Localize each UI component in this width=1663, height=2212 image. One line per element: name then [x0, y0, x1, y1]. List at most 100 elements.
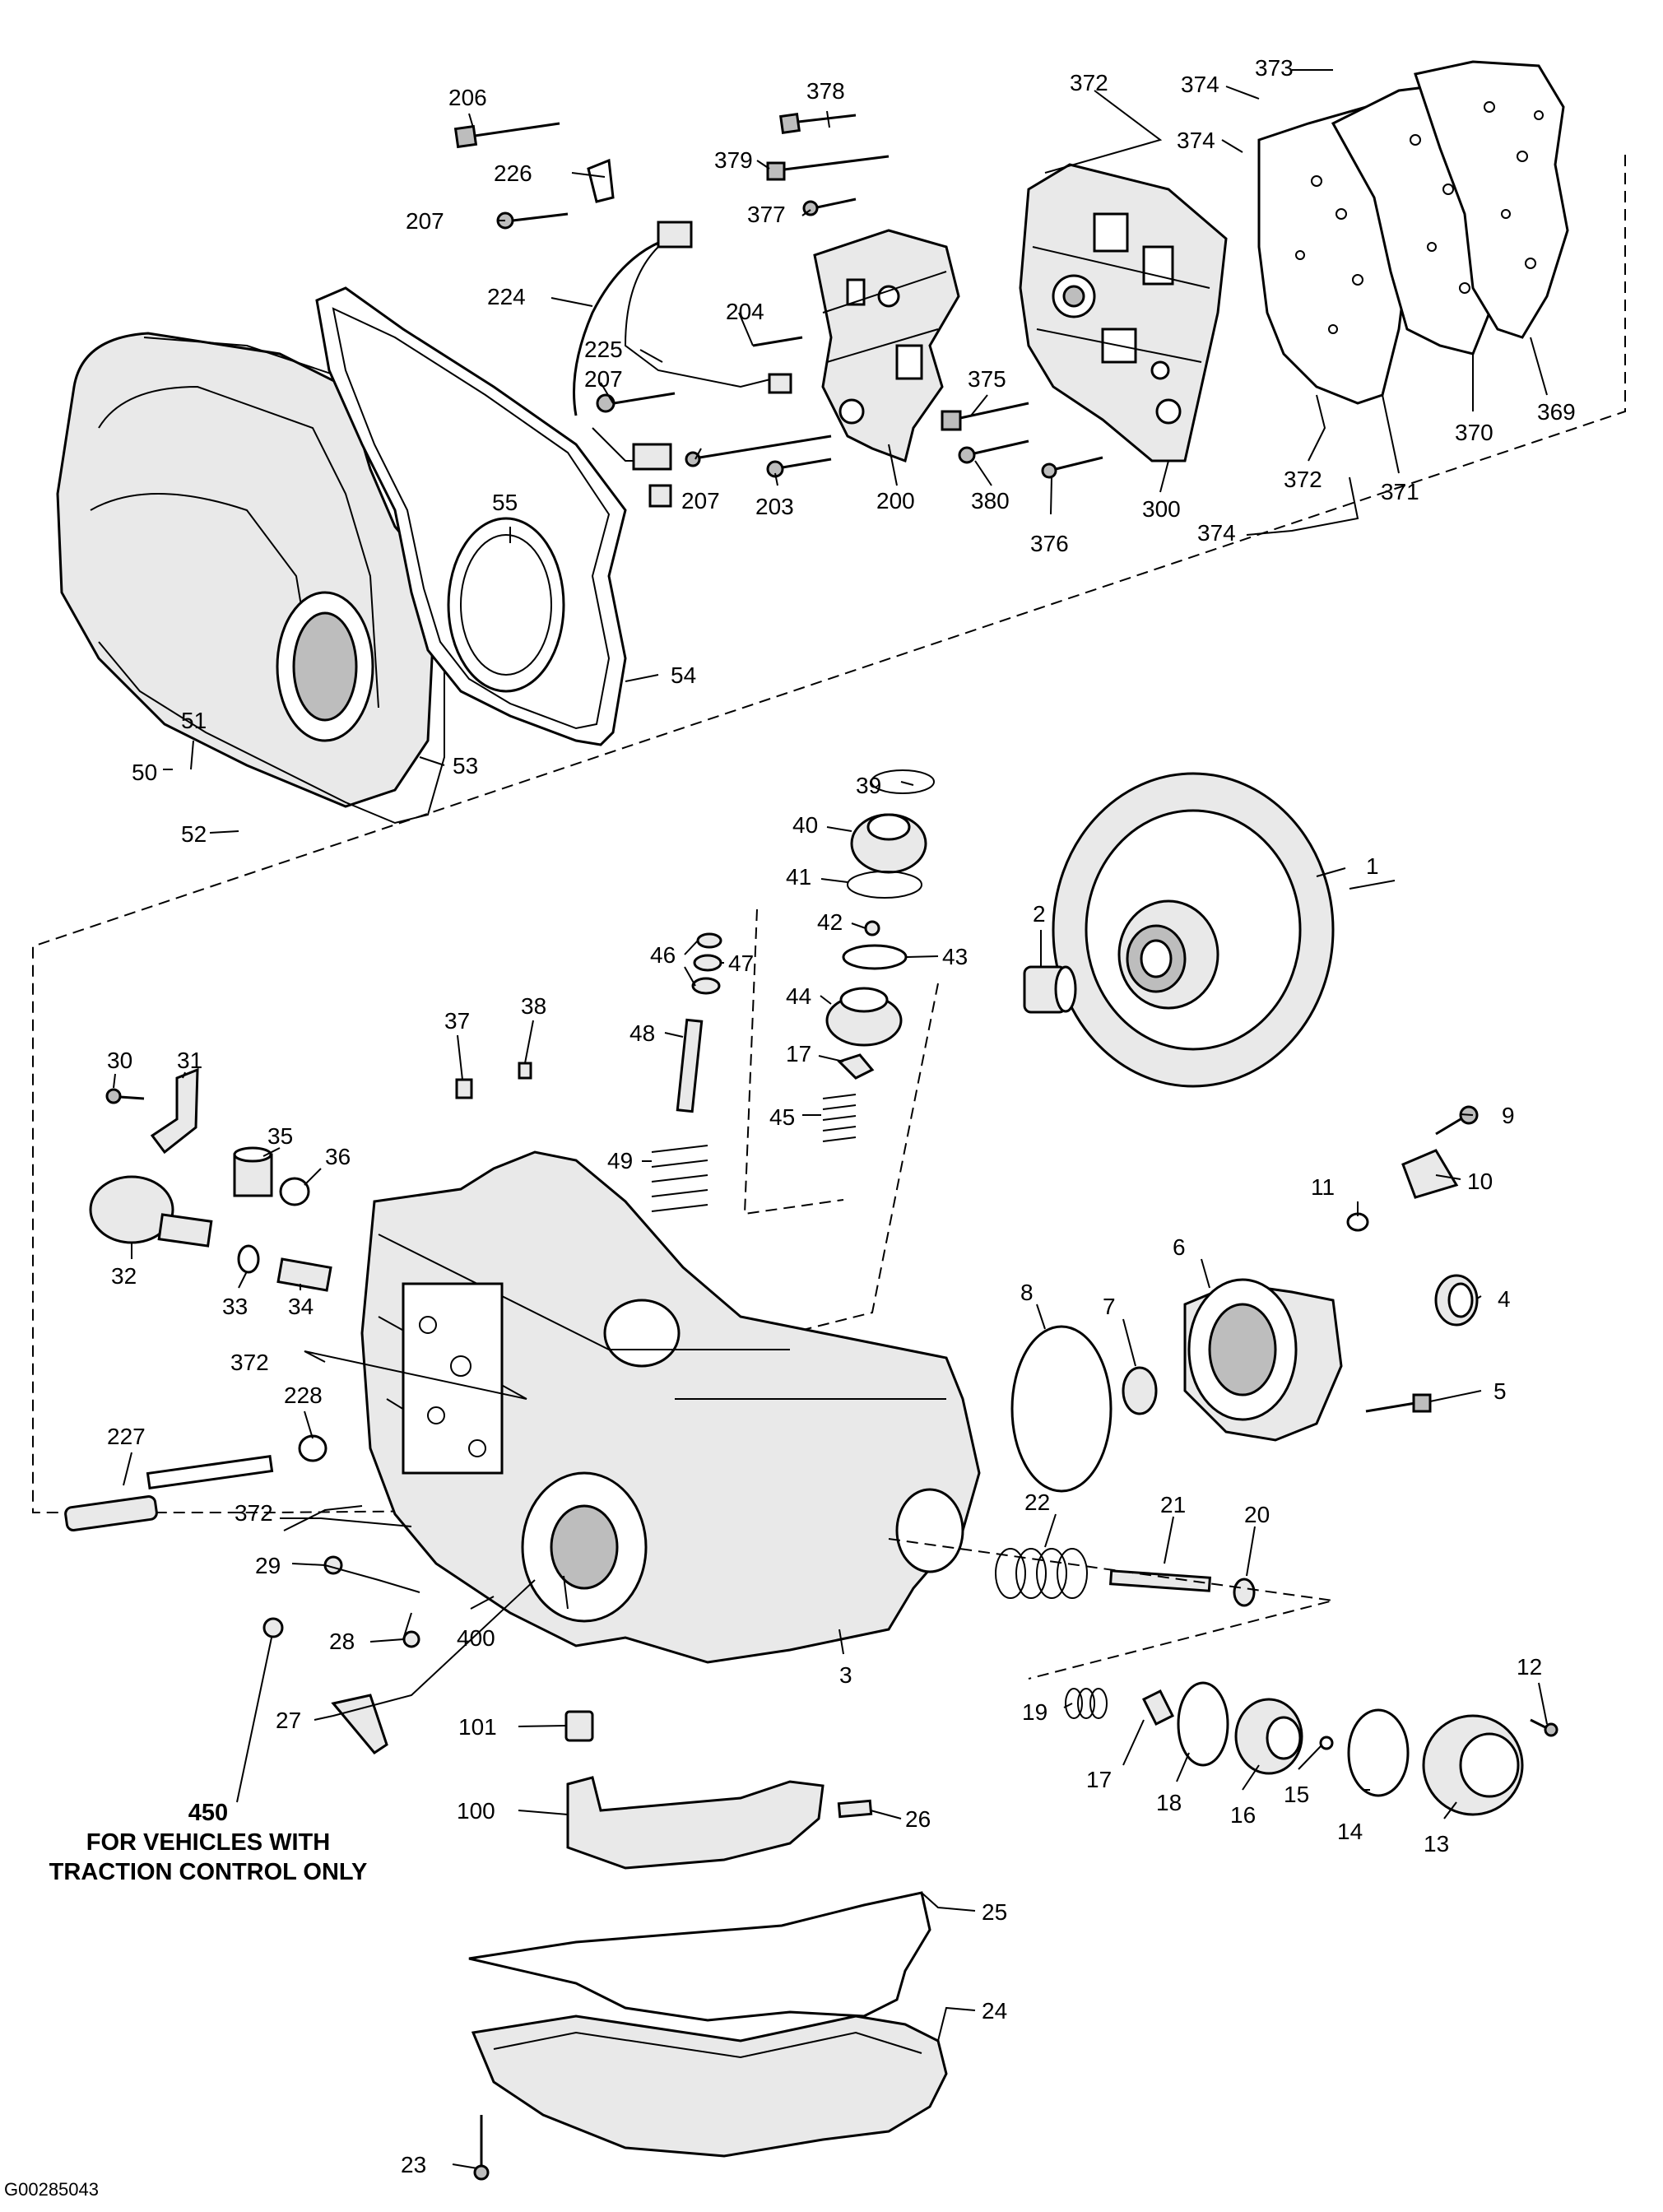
sensor-35 [233, 1146, 273, 1197]
plate-369 [1414, 60, 1569, 339]
leader-lines [113, 69, 1548, 2169]
callout-30: 30 [107, 1048, 132, 1073]
wiring-harness [573, 221, 792, 508]
callout-51: 51 [181, 708, 207, 733]
retainer-17 [1141, 1689, 1175, 1726]
traction-control-note: 450 FOR VEHICLES WITH TRACTION CONTROL O… [49, 1800, 368, 1885]
callout-33: 33 [222, 1294, 248, 1319]
spring-49 [651, 1145, 708, 1212]
washer-42 [864, 920, 880, 936]
figure-code: G00285043 [4, 2179, 99, 2200]
callout-371: 371 [1381, 479, 1419, 504]
callout-200: 200 [876, 488, 915, 514]
callout-9: 9 [1502, 1103, 1515, 1128]
callout-13: 13 [1424, 1831, 1449, 1856]
callout-25: 25 [982, 1899, 1007, 1925]
callout-207: 207 [584, 366, 623, 392]
o-ring-228 [298, 1434, 327, 1462]
callout-228: 228 [284, 1382, 323, 1408]
oil-pan-gasket [468, 1891, 931, 2022]
callout-18: 18 [1156, 1790, 1182, 1815]
bracket-27 [331, 1694, 388, 1754]
spring-22 [995, 1548, 1088, 1599]
bolt-5 [1365, 1393, 1432, 1413]
callout-29: 29 [255, 1553, 281, 1578]
servo-axis-line [888, 1538, 1334, 1680]
section-divider-line [32, 155, 1626, 1513]
callout-379: 379 [714, 147, 753, 173]
callout-380: 380 [971, 488, 1010, 514]
bolt-207-lower [685, 434, 832, 467]
o-ring-33 [237, 1244, 260, 1274]
plug-28 [402, 1630, 420, 1648]
seal-14 [1347, 1708, 1410, 1797]
callout-53: 53 [453, 753, 478, 778]
callout-100: 100 [457, 1798, 495, 1824]
o-ring-36 [279, 1177, 310, 1206]
callout-37: 37 [444, 1008, 470, 1034]
callout-374: 374 [1177, 128, 1215, 153]
callout-48: 48 [629, 1020, 655, 1046]
callout-300: 300 [1142, 496, 1181, 522]
callout-44: 44 [786, 983, 811, 1009]
bolt-30 [105, 1088, 145, 1104]
bolt-379 [766, 155, 890, 181]
plug-38 [518, 1062, 532, 1080]
callout-374: 374 [1197, 520, 1236, 546]
callout-28: 28 [329, 1629, 355, 1654]
callout-207: 207 [406, 208, 444, 234]
plug-37 [455, 1078, 473, 1099]
washer-20 [1233, 1578, 1256, 1607]
bushing [1023, 965, 1077, 1014]
callout-12: 12 [1517, 1654, 1542, 1680]
pan-bolt-23 [473, 2115, 490, 2181]
callout-372: 372 [230, 1350, 269, 1375]
washer-46-upper [696, 932, 722, 949]
callout-32: 32 [111, 1263, 137, 1289]
callout-377: 377 [747, 202, 786, 227]
callout-3: 3 [839, 1662, 852, 1688]
torque-converter [1052, 772, 1335, 1088]
callout-23: 23 [401, 2152, 426, 2177]
seal-43 [842, 944, 908, 970]
callout-20: 20 [1244, 1502, 1270, 1527]
bolt-204 [752, 336, 803, 347]
case-side-cover [56, 332, 438, 808]
callout-226: 226 [494, 160, 532, 186]
callout-42: 42 [817, 909, 843, 935]
bolt-207-upper [496, 211, 569, 230]
transmission-case [360, 1150, 981, 1664]
callout-34: 34 [288, 1294, 314, 1319]
bolt-378 [779, 113, 857, 134]
callout-45: 45 [769, 1104, 795, 1130]
servo-piston-16 [1234, 1698, 1303, 1775]
washer-46-lower [691, 977, 721, 995]
note-line-1: FOR VEHICLES WITH [86, 1829, 330, 1856]
bearing-7 [1122, 1366, 1158, 1415]
pump-valve-body [813, 229, 960, 462]
callout-26: 26 [905, 1806, 931, 1832]
harness-bracket [587, 158, 615, 203]
callout-1: 1 [1366, 853, 1379, 879]
speed-sensor [89, 1175, 213, 1248]
callout-11: 11 [1311, 1174, 1335, 1200]
bolt-9 [1435, 1105, 1479, 1136]
callout-203: 203 [755, 494, 794, 519]
callout-15: 15 [1284, 1782, 1309, 1807]
seal-ring-41 [847, 871, 922, 899]
callout-372: 372 [1284, 467, 1322, 492]
callout-24: 24 [982, 1998, 1007, 2024]
bolt-380 [958, 439, 1029, 464]
callout-372: 372 [235, 1500, 273, 1526]
pump-housing-6 [1183, 1278, 1343, 1442]
washer-47 [693, 954, 722, 972]
pin-48 [676, 1018, 704, 1113]
callout-5: 5 [1493, 1378, 1507, 1404]
callout-375: 375 [968, 366, 1006, 392]
callout-206: 206 [448, 85, 487, 110]
seal-18 [1177, 1681, 1229, 1767]
callout-38: 38 [521, 993, 546, 1019]
callout-372: 372 [1070, 70, 1108, 95]
bolt-12 [1530, 1718, 1558, 1737]
